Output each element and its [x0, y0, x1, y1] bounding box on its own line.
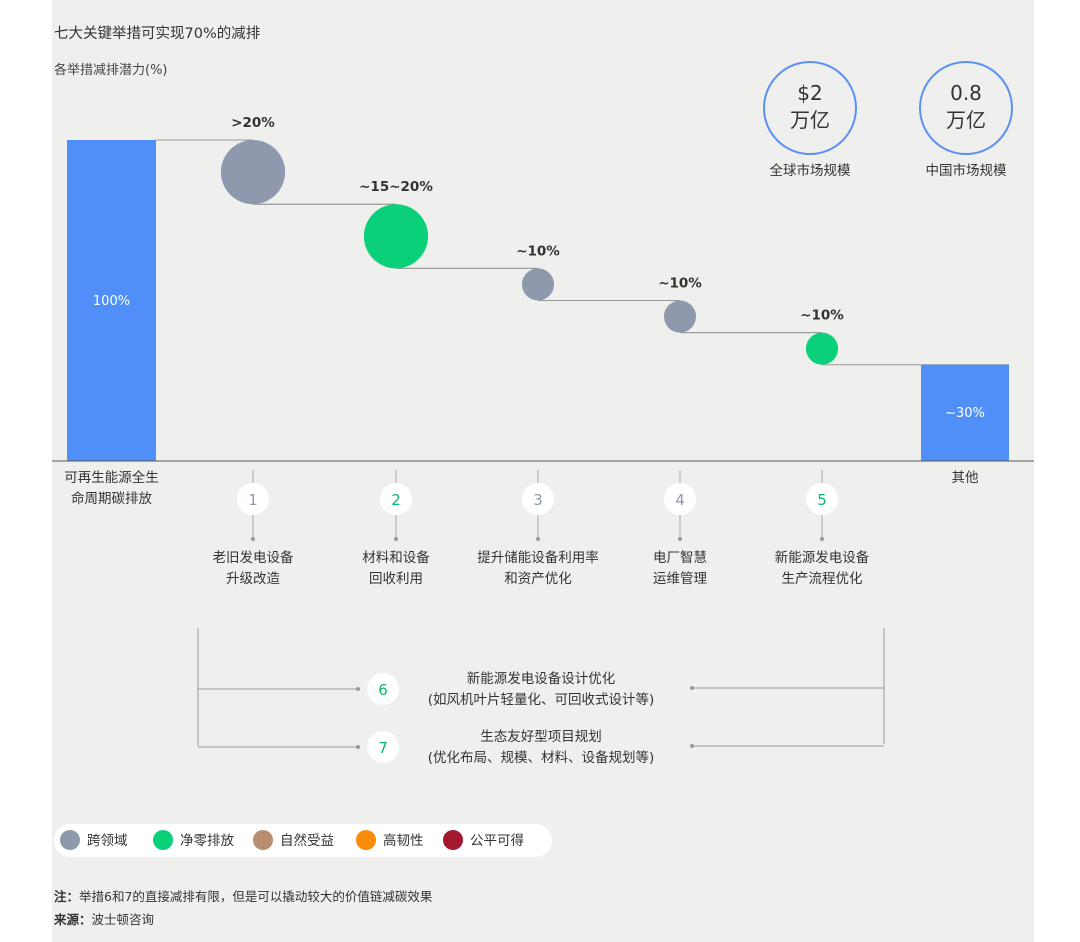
chart-marks: 100% >20% ~15~20% ~10% ~10% ~10% ~30%: [67, 115, 1009, 461]
step-number-circle-2: [380, 483, 412, 515]
market-value-2: 0.8: [950, 81, 982, 105]
legend-label-3: 自然受益: [280, 832, 334, 849]
bracket-right-dot-6: [690, 686, 694, 690]
footnote: 注：举措6和7的直接减排有限，但是可以撬动较大的价值链减碳效果 来源：波士顿咨询: [53, 889, 433, 927]
step-label-2-line-1: 材料和设备: [362, 549, 430, 566]
step-label-5-line-2: 生产流程优化: [782, 571, 863, 587]
step-label-3-line-1: 提升储能设备利用率: [477, 549, 599, 566]
source-label: 来源：: [53, 912, 92, 927]
bracket-left-dot-6: [356, 687, 360, 691]
step-label-5-line-1: 新能源发电设备: [775, 549, 870, 566]
stem-dot-3: [536, 537, 540, 541]
step-bubble-5: [805, 332, 839, 365]
step-number-circle-3: [522, 483, 554, 515]
measure-text-6-line-1: 新能源发电设备设计优化: [467, 670, 616, 687]
stem-dot-2: [394, 537, 398, 541]
step-label-2-line-2: 回收利用: [369, 571, 423, 587]
measure-text-6-line-2: (如风机叶片轻量化、可回收式设计等): [428, 691, 655, 708]
bar-end-value: ~30%: [945, 406, 985, 421]
chart-title: 七大关键举措可实现70%的减排: [54, 25, 260, 42]
market-label-2: 中国市场规模: [926, 162, 1007, 179]
stem-dot-5: [820, 537, 824, 541]
extra-measures: 6 新能源发电设备设计优化 (如风机叶片轻量化、可回收式设计等) 7 生态友好型项目规划…: [197, 628, 885, 766]
step-number-circle-1: [237, 483, 269, 515]
market-label-1: 全球市场规模: [770, 162, 851, 179]
note-body: 举措6和7的直接减排有限，但是可以撬动较大的价值链减碳效果: [79, 889, 433, 904]
stem-dot-4: [678, 537, 682, 541]
market-circle-1: [763, 61, 857, 155]
market-value-1: $2: [797, 81, 822, 105]
measure-number-circle-7: [367, 731, 399, 763]
measure-text-7-line-1: 生态友好型项目规划: [480, 729, 602, 745]
step-label-1-line-1: 老旧发电设备: [213, 549, 294, 566]
y-axis-label: 各举措减排潜力(%): [54, 62, 168, 78]
source-text: 来源：波士顿咨询: [53, 912, 154, 927]
step-label-4-line-2: 运维管理: [653, 571, 707, 587]
step-value-5: ~10%: [800, 308, 844, 324]
legend-swatch-1: [60, 830, 80, 850]
chart-panel: [52, 0, 1034, 942]
step-bubble-3: [521, 268, 555, 301]
measure-number-6: 6: [378, 681, 388, 699]
step-value-1: >20%: [231, 115, 275, 131]
step-label-1-line-2: 升级改造: [226, 571, 280, 587]
bar-start-value: 100%: [93, 294, 130, 309]
start-label-line-1: 可再生能源全生: [64, 469, 159, 486]
step-number-3: 3: [533, 491, 543, 509]
market-circle-2: [919, 61, 1013, 155]
step-bubble-4: [663, 300, 697, 333]
note-text: 注：举措6和7的直接减排有限，但是可以撬动较大的价值链减碳效果: [54, 889, 433, 904]
measure-text-7-line-2: (优化布局、规模、材料、设备规划等): [428, 749, 655, 766]
step-number-2: 2: [391, 491, 401, 509]
end-label: 其他: [952, 470, 979, 486]
bracket-left-dot-7: [356, 745, 360, 749]
market-unit-1: 万亿: [790, 108, 830, 132]
connector-lines: [156, 139, 1009, 366]
measure-number-circle-6: [367, 673, 399, 705]
source-body: 波士顿咨询: [92, 912, 155, 927]
legend-label-5: 公平可得: [470, 832, 524, 849]
legend-swatch-4: [356, 830, 376, 850]
legend-label-2: 净零排放: [180, 833, 234, 849]
bracket-right-dot-7: [690, 744, 694, 748]
step-bubble-1: [220, 140, 286, 205]
step-value-3: ~10%: [516, 243, 560, 259]
legend-label-1: 跨领域: [87, 833, 128, 849]
step-label-4-line-1: 电厂智慧: [653, 550, 707, 566]
step-number-5: 5: [817, 491, 827, 509]
bar-end: [921, 364, 1009, 461]
step-value-2: ~15~20%: [359, 179, 433, 195]
market-unit-2: 万亿: [946, 108, 986, 132]
step-number-circle-5: [806, 483, 838, 515]
legend-swatch-3: [253, 830, 273, 850]
step-number-4: 4: [675, 491, 685, 509]
step-bubble-2: [363, 204, 429, 269]
legend: 跨领域 净零排放 自然受益 高韧性 公平可得: [54, 824, 552, 857]
stem-dot-1: [251, 537, 255, 541]
step-number-circle-4: [664, 483, 696, 515]
legend-swatch-5: [443, 830, 463, 850]
legend-label-4: 高韧性: [383, 832, 424, 849]
step-value-4: ~10%: [658, 276, 702, 292]
bar-start: [67, 140, 156, 461]
measure-number-7: 7: [378, 739, 388, 757]
legend-box: [54, 824, 552, 857]
step-number-1: 1: [248, 491, 258, 509]
start-label-line-2: 命周期碳排放: [71, 490, 152, 507]
step-label-3-line-2: 和资产优化: [504, 571, 572, 587]
note-label: 注：: [54, 889, 79, 904]
legend-swatch-2: [153, 830, 173, 850]
